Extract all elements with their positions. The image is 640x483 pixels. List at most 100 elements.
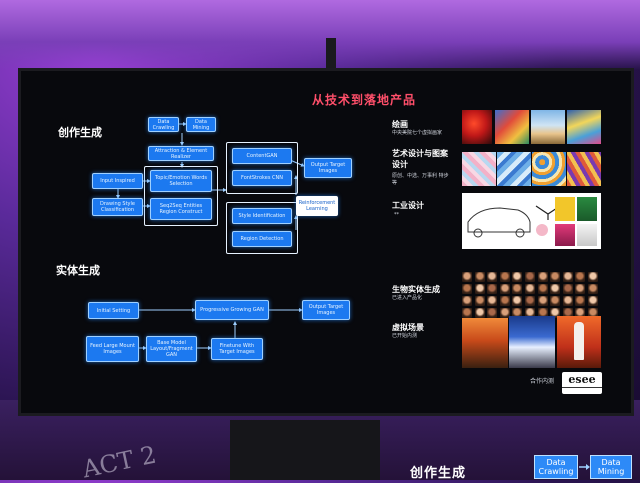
label-virtual: 虚拟场景 xyxy=(392,323,424,332)
pattern-thumb-1 xyxy=(462,152,496,186)
painting-thumb-1 xyxy=(462,110,492,144)
display-stand xyxy=(230,420,380,480)
sub-virtual: 已开始内测 xyxy=(392,333,418,339)
portrait-thumb xyxy=(537,308,548,318)
partner-logo: esee xyxy=(562,372,602,394)
portrait-thumb xyxy=(462,296,472,306)
portrait-thumb xyxy=(525,284,535,294)
portrait-thumb xyxy=(575,272,586,282)
node-content-gan: ContentGAN xyxy=(232,148,292,164)
portrait-thumb xyxy=(537,272,548,282)
portrait-thumb xyxy=(562,308,573,318)
portrait-thumb xyxy=(525,296,535,306)
portrait-thumb xyxy=(474,308,485,318)
label-art-design: 艺术设计与图案设计 xyxy=(392,149,448,169)
pattern-thumb-4 xyxy=(567,152,601,186)
scene-figure xyxy=(574,322,584,360)
portrait-thumb xyxy=(525,308,535,318)
node-feed-large: Feed Large Mount Images xyxy=(86,336,139,362)
node-input-inspired: Input Inspired xyxy=(92,173,143,189)
portrait-thumb xyxy=(462,272,472,282)
portrait-thumb xyxy=(499,272,510,282)
overlay-data-mining: Data Mining xyxy=(590,455,632,479)
portrait-thumb xyxy=(487,272,498,282)
node-output-target-top: Output Target Images xyxy=(304,158,352,178)
portrait-thumb xyxy=(512,284,523,294)
sub-art-design: 原创、中选、万事利 特步等 xyxy=(392,173,449,186)
portrait-thumb xyxy=(487,284,498,294)
painting-thumb-3 xyxy=(531,110,565,144)
portrait-thumb xyxy=(462,308,472,318)
portrait-thumb xyxy=(588,308,598,318)
portrait-thumb xyxy=(512,296,523,306)
sub-industrial: ** xyxy=(394,212,399,218)
portrait-thumb xyxy=(588,284,598,294)
node-initial-setting: Initial Setting xyxy=(88,302,139,319)
portrait-thumb xyxy=(575,308,586,318)
node-drawing-style: Drawing Style Classification xyxy=(92,198,143,216)
portrait-thumb xyxy=(499,308,510,318)
label-industrial: 工业设计 xyxy=(392,201,424,210)
mount-pole xyxy=(326,38,336,72)
portrait-thumb xyxy=(575,284,586,294)
node-font-strokes: FontStrokes CNN xyxy=(232,170,292,186)
group-frame-gan xyxy=(226,142,298,194)
overlay-data-crawling: Data Crawling xyxy=(534,455,578,479)
node-attraction: Attraction & Element Realizer xyxy=(148,146,214,161)
group-frame-left xyxy=(144,166,218,226)
sub-bio: 已进入产品化 xyxy=(392,295,423,301)
portrait-thumb xyxy=(474,296,485,306)
industrial-thumb-pink xyxy=(555,224,575,246)
pattern-thumb-2 xyxy=(497,152,531,186)
node-progressive-gan: Progressive Growing GAN xyxy=(195,300,269,320)
portrait-thumb xyxy=(474,272,485,282)
industrial-thumb-yellow xyxy=(555,197,575,221)
sub-painting: 中央美院七个虚拟画家 xyxy=(392,130,443,136)
scene-thumb-2 xyxy=(509,316,555,368)
portrait-thumb xyxy=(550,296,561,306)
portrait-thumb xyxy=(525,272,535,282)
portrait-thumb xyxy=(550,308,561,318)
portrait-thumb xyxy=(487,296,498,306)
portrait-thumb xyxy=(474,284,485,294)
portrait-thumb xyxy=(588,296,598,306)
section-entity-title: 实体生成 xyxy=(56,264,100,277)
node-data-mining: Data Mining xyxy=(186,117,216,132)
section-creative-title: 创作生成 xyxy=(58,126,102,139)
overlay-title: 创作生成 xyxy=(410,466,467,481)
node-base-model: Base Model Layout/Fragment GAN xyxy=(146,336,197,362)
portrait-thumb xyxy=(537,296,548,306)
industrial-thumb-white xyxy=(577,224,597,246)
portrait-thumb xyxy=(462,284,472,294)
scene-thumb-1 xyxy=(462,318,508,368)
portrait-thumb xyxy=(487,308,498,318)
portrait-thumb xyxy=(512,272,523,282)
node-finetune: Finetune With Target Images xyxy=(211,338,263,360)
label-painting: 绘画 xyxy=(392,120,408,129)
portrait-thumb xyxy=(537,284,548,294)
portrait-thumb xyxy=(550,284,561,294)
group-frame-style xyxy=(226,202,298,254)
portrait-thumb xyxy=(562,296,573,306)
portrait-thumb xyxy=(499,284,510,294)
ceiling-lights xyxy=(0,0,640,70)
node-seq2seq: Seq2Seq Entities Region Construct xyxy=(150,198,212,220)
portrait-thumb xyxy=(562,284,573,294)
portrait-thumb xyxy=(588,272,598,282)
pattern-thumb-3 xyxy=(532,152,566,186)
painting-thumb-2 xyxy=(495,110,529,144)
label-partner: 合作内测 xyxy=(530,378,555,385)
node-data-crawling: Data Crawling xyxy=(148,117,179,132)
node-topic-word: Topic/Emotion Words Selection xyxy=(150,170,212,192)
industrial-thumb-green xyxy=(577,197,597,221)
painting-thumb-4 xyxy=(567,110,601,144)
node-output-target-bottom: Output Target Images xyxy=(302,300,350,320)
portrait-thumb xyxy=(512,308,523,318)
slide-title: 从技术到落地产品 xyxy=(312,93,417,107)
portrait-thumb xyxy=(575,296,586,306)
label-bio: 生物实体生成 xyxy=(392,285,440,294)
portrait-thumb xyxy=(562,272,573,282)
portrait-thumb xyxy=(550,272,561,282)
node-region-detection: Region Detection xyxy=(232,231,292,247)
